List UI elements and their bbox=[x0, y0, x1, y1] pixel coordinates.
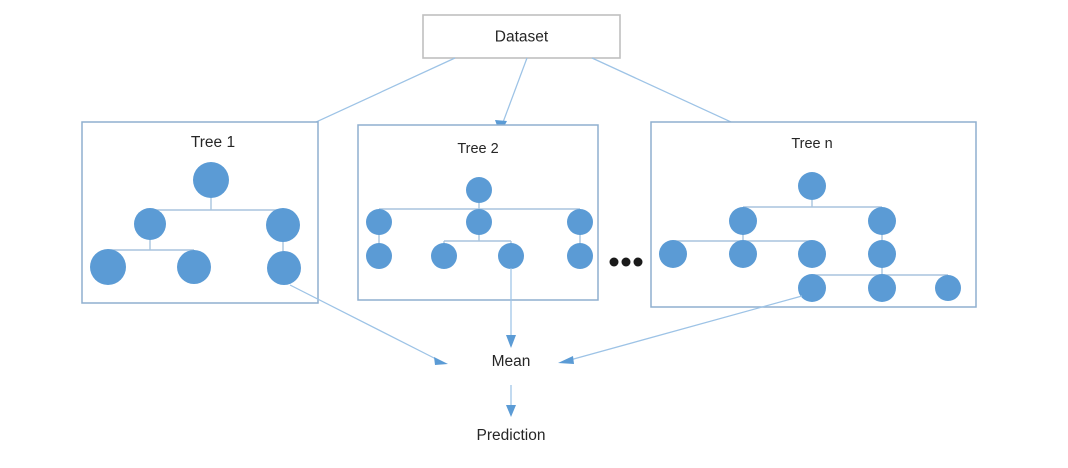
tree-1-nodes bbox=[90, 162, 301, 285]
tree-node bbox=[868, 274, 896, 302]
tree-node bbox=[935, 275, 961, 301]
arrowhead-icon bbox=[434, 357, 448, 365]
tree-node bbox=[431, 243, 457, 269]
tree-node bbox=[798, 274, 826, 302]
tree-n-nodes bbox=[659, 172, 961, 302]
arrow-tree-1-to-mean bbox=[289, 284, 448, 365]
tree-2-label: Tree 2 bbox=[457, 141, 498, 157]
tree-node bbox=[868, 207, 896, 235]
arrow-tree-2-to-mean bbox=[506, 268, 516, 348]
arrowhead-icon bbox=[558, 356, 574, 364]
tree-node bbox=[567, 243, 593, 269]
tree-n-group[interactable]: Tree n bbox=[650, 121, 977, 308]
ellipsis-indicator: ... bbox=[609, 257, 643, 267]
tree-node bbox=[729, 207, 757, 235]
dataset-box[interactable] bbox=[422, 14, 621, 59]
arrow-dataset-to-tree-2 bbox=[495, 57, 528, 134]
arrowhead-icon bbox=[506, 405, 516, 417]
tree-1-group[interactable]: Tree 1 bbox=[81, 121, 319, 304]
tree-node bbox=[366, 209, 392, 235]
tree-node bbox=[659, 240, 687, 268]
tree-node bbox=[729, 240, 757, 268]
dataset-label: Dataset bbox=[495, 29, 549, 46]
tree-node bbox=[466, 177, 492, 203]
tree-node bbox=[177, 250, 211, 284]
mean-label: Mean bbox=[492, 353, 531, 370]
arrow-mean-to-prediction bbox=[506, 385, 516, 417]
arrow-tree-n-to-mean bbox=[558, 295, 803, 364]
mean-node[interactable]: Mean bbox=[492, 353, 531, 370]
tree-node bbox=[193, 162, 229, 198]
dataset-node[interactable]: Dataset bbox=[422, 14, 621, 59]
arrowhead-icon bbox=[506, 335, 516, 348]
tree-node bbox=[498, 243, 524, 269]
tree-node bbox=[366, 243, 392, 269]
tree-node bbox=[266, 208, 300, 242]
tree-node bbox=[798, 240, 826, 268]
tree-2-nodes bbox=[366, 177, 593, 269]
tree-node bbox=[798, 172, 826, 200]
prediction-node[interactable]: Prediction bbox=[477, 427, 546, 444]
tree-node bbox=[567, 209, 593, 235]
tree-2-group[interactable]: Tree 2 bbox=[357, 124, 599, 301]
tree-n-label: Tree n bbox=[791, 136, 832, 152]
tree-2-links bbox=[378, 203, 581, 244]
prediction-label: Prediction bbox=[477, 427, 546, 444]
tree-node bbox=[134, 208, 166, 240]
tree-node bbox=[466, 209, 492, 235]
tree-node bbox=[267, 251, 301, 285]
tree-1-label: Tree 1 bbox=[191, 134, 235, 151]
tree-node bbox=[868, 240, 896, 268]
tree-node bbox=[90, 249, 126, 285]
